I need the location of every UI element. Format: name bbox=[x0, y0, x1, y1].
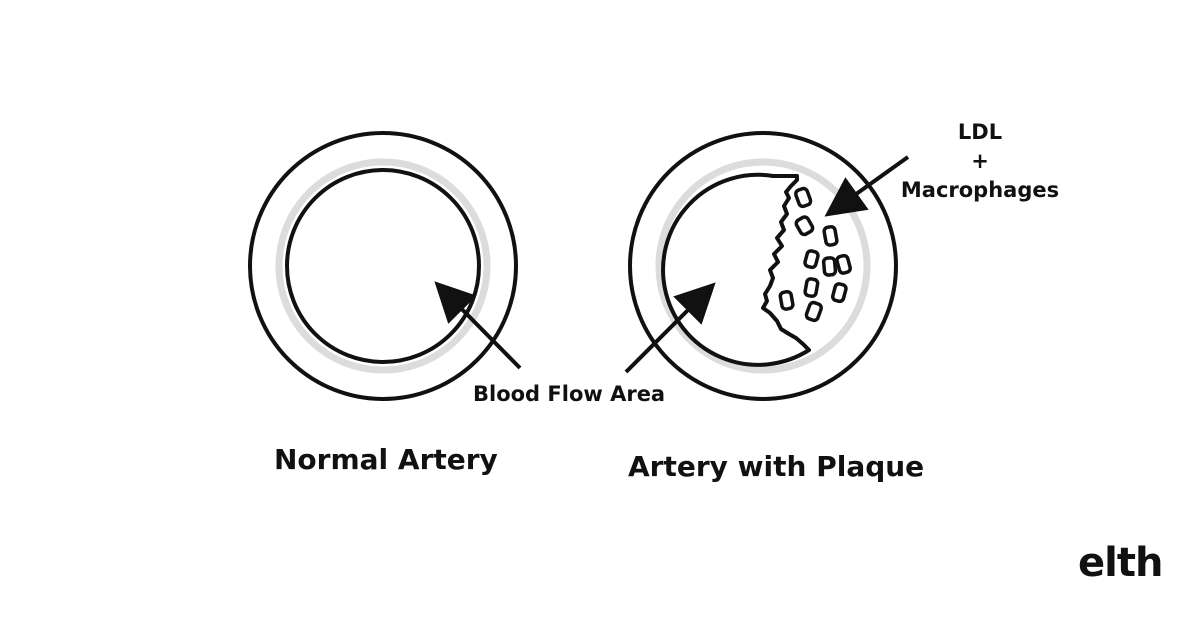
ldl-macrophages-arrow bbox=[824, 155, 910, 217]
macrophages-label: Macrophages bbox=[900, 178, 1060, 202]
ldl-particle bbox=[803, 249, 820, 270]
plaque-artery bbox=[628, 131, 898, 401]
ldl-particle bbox=[835, 253, 852, 275]
normal-artery-wall-shade bbox=[275, 158, 491, 374]
normal-artery-outer-wall bbox=[248, 131, 518, 401]
plaque-artery-title: Artery with Plaque bbox=[628, 450, 925, 483]
ldl-particle bbox=[778, 289, 795, 311]
plaque-particles bbox=[778, 186, 852, 323]
normal-artery bbox=[248, 131, 518, 401]
ldl-particle bbox=[822, 224, 839, 247]
normal-artery-title: Normal Artery bbox=[274, 443, 498, 476]
ldl-particle bbox=[794, 186, 813, 209]
plaque-artery-wall-shade bbox=[655, 158, 871, 374]
ldl-particle bbox=[794, 215, 815, 237]
ldl-macrophages-label: LDL + Macrophages bbox=[880, 118, 1080, 205]
plus-label: + bbox=[971, 149, 989, 173]
normal-artery-lumen bbox=[285, 168, 481, 364]
ldl-particle bbox=[821, 256, 838, 277]
plaque-blood-flow-arrow bbox=[624, 282, 716, 374]
blood-flow-area-label: Blood Flow Area bbox=[473, 382, 666, 406]
normal-blood-flow-arrow bbox=[434, 281, 522, 370]
ldl-label: LDL bbox=[957, 120, 1003, 144]
plaque-artery-outer-wall bbox=[628, 131, 898, 401]
ldl-particle bbox=[803, 277, 820, 299]
brand-logo: elth bbox=[1078, 540, 1163, 586]
ldl-particle bbox=[804, 300, 823, 323]
ldl-particle bbox=[830, 282, 848, 304]
plaque-artery-lumen bbox=[661, 172, 811, 367]
